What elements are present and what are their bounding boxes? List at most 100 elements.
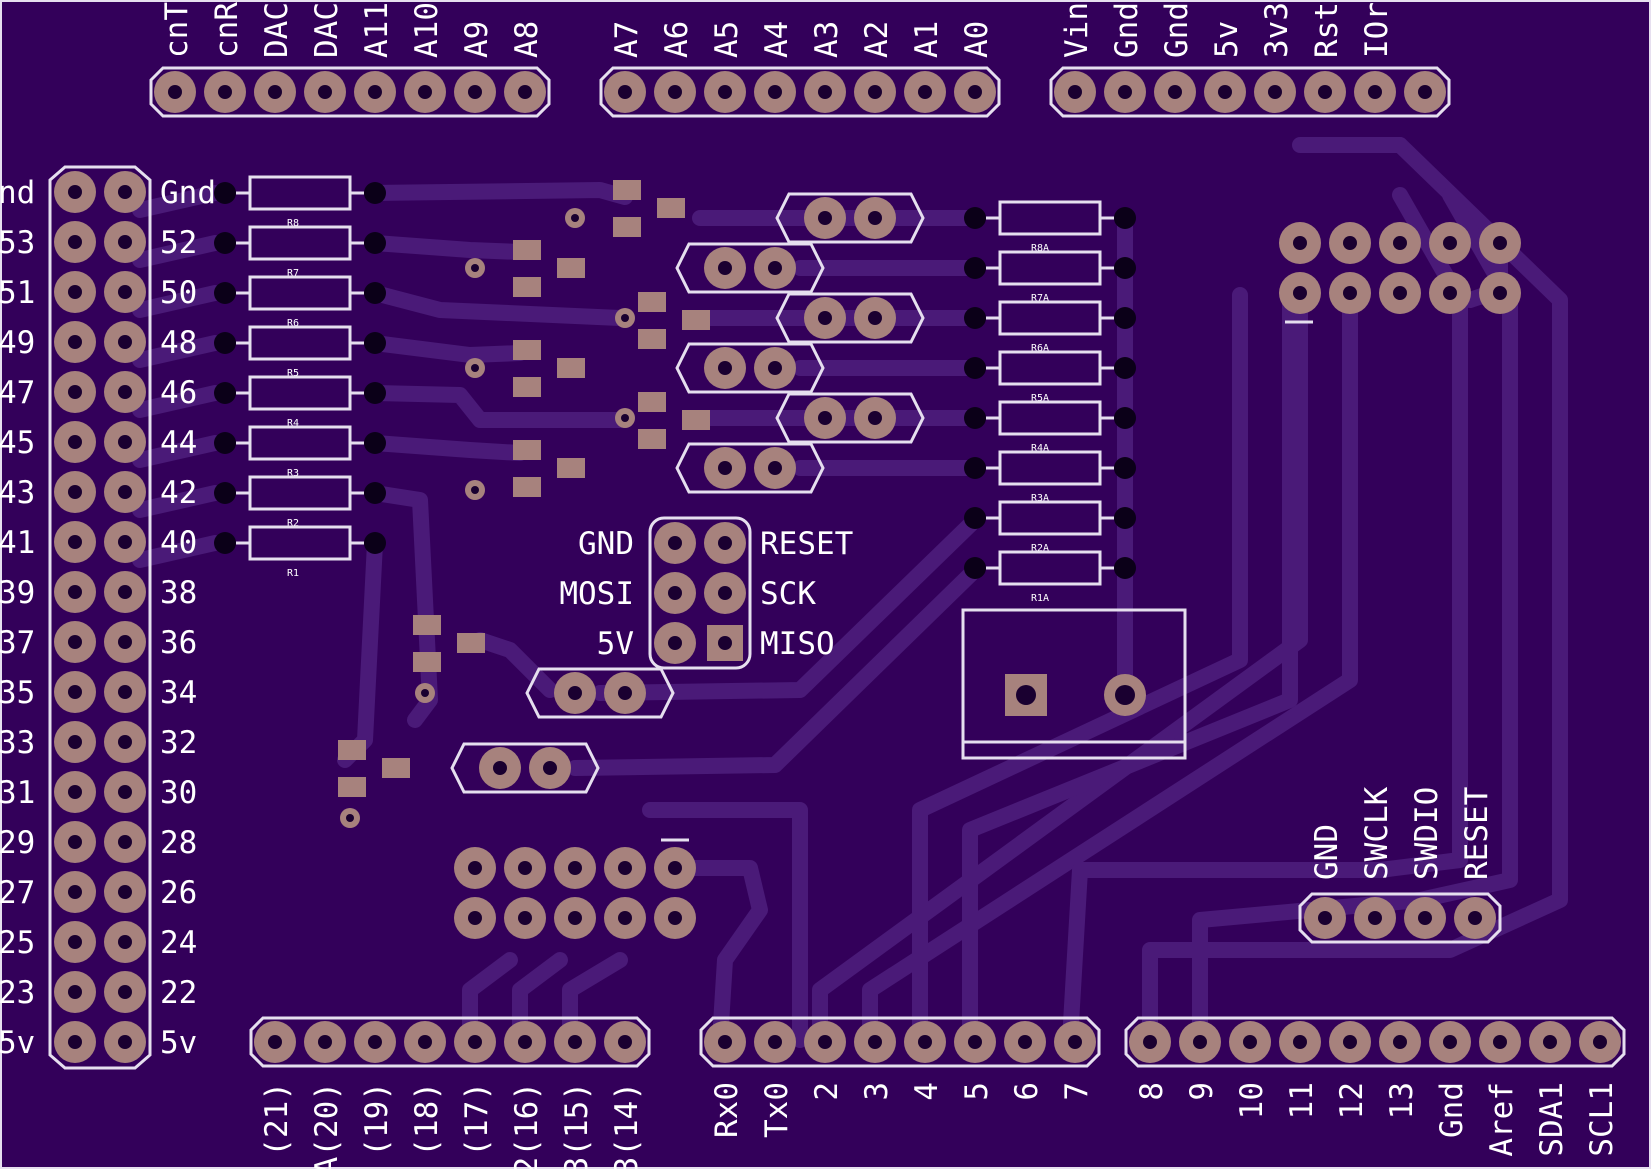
drill-hole <box>1115 685 1135 705</box>
smd-pad <box>613 180 641 200</box>
drill-hole <box>468 1035 482 1049</box>
pin-label: Gnd <box>1434 1082 1470 1138</box>
resistor-lead <box>214 432 236 454</box>
resistor-lead <box>214 482 236 504</box>
drill-hole <box>1368 85 1382 99</box>
pin-label: (17) <box>459 1082 495 1157</box>
drill-hole <box>118 485 132 499</box>
drill-hole <box>168 85 182 99</box>
drill-hole <box>718 261 732 275</box>
pin-label: 39 <box>0 575 35 611</box>
pin-label: 5v <box>1209 21 1245 58</box>
pin-label: A1 <box>909 21 945 58</box>
drill-hole <box>718 361 732 375</box>
drill-hole <box>668 861 682 875</box>
drill-hole <box>1068 1035 1082 1049</box>
pin-label: 49 <box>0 325 35 361</box>
smd-pad <box>513 240 541 260</box>
pin-label: 37 <box>0 625 35 661</box>
pin-label: Gnd <box>1109 2 1145 58</box>
smd-pad <box>413 652 441 672</box>
icsp-label: SCK <box>760 576 816 612</box>
pin-label: 3(15) <box>559 1082 595 1169</box>
drill-hole <box>1293 236 1307 250</box>
pin-label: 48 <box>160 325 197 361</box>
resistor-lead <box>964 457 986 479</box>
smd-pad <box>413 615 441 635</box>
drill-hole <box>718 461 732 475</box>
resistor-lead <box>364 232 386 254</box>
pin-label: A4 <box>759 21 795 58</box>
terminal-outline <box>961 608 1187 760</box>
pin-label: 33 <box>0 725 35 761</box>
via-hole <box>421 689 429 697</box>
drill-hole <box>718 85 732 99</box>
swd-label: SWDIO <box>1409 787 1445 880</box>
drill-hole <box>968 85 982 99</box>
resistor-lead <box>364 532 386 554</box>
drill-hole <box>818 211 832 225</box>
drill-hole <box>493 761 507 775</box>
drill-hole <box>1193 1035 1207 1049</box>
drill-hole <box>268 1035 282 1049</box>
drill-hole <box>418 1035 432 1049</box>
pin-label: IOr <box>1359 2 1395 58</box>
jumper-outline <box>775 392 925 444</box>
drill-hole <box>968 1035 982 1049</box>
drill-hole <box>1393 286 1407 300</box>
drill-hole <box>768 1035 782 1049</box>
drill-hole <box>1118 85 1132 99</box>
pin-label: A(20) <box>309 1082 345 1169</box>
pin-label: 27 <box>0 875 35 911</box>
pin-label: 3(14) <box>609 1082 645 1169</box>
pin-grids <box>454 222 1521 939</box>
pin-label: cnR <box>209 2 245 58</box>
drill-hole <box>68 235 82 249</box>
drill-hole <box>1168 85 1182 99</box>
resistor-lead <box>964 407 986 429</box>
smd-pad <box>557 358 585 378</box>
icsp-outline <box>648 516 752 670</box>
drill-hole <box>518 911 532 925</box>
drill-hole <box>1143 1035 1157 1049</box>
drill-hole <box>118 435 132 449</box>
drill-hole <box>568 861 582 875</box>
smd-pad <box>513 377 541 397</box>
jumper-outline <box>675 242 825 294</box>
drill-hole <box>68 735 82 749</box>
pin-label: 31 <box>0 775 35 811</box>
smd-pad <box>638 329 666 349</box>
drill-hole <box>718 586 732 600</box>
pin-label: DAC <box>259 2 295 58</box>
drill-hole <box>118 735 132 749</box>
drill-hole <box>818 85 832 99</box>
pin-label: Gnd <box>1159 2 1195 58</box>
resistor-label: R4A <box>1031 443 1049 454</box>
smd-pad <box>638 292 666 312</box>
pin-label: 3v3 <box>1259 2 1295 58</box>
drill-hole <box>768 361 782 375</box>
pin-label: 11 <box>1284 1082 1320 1119</box>
drill-hole <box>668 586 682 600</box>
drill-hole <box>1343 236 1357 250</box>
pin-label: Rx0 <box>709 1082 745 1138</box>
drill-hole <box>68 785 82 799</box>
pin-label: 34 <box>160 675 197 711</box>
drill-hole <box>1393 1035 1407 1049</box>
jumper-outline <box>775 292 925 344</box>
pin-label: 43 <box>0 475 35 511</box>
resistor-lead <box>1114 257 1136 279</box>
pin-label: 8 <box>1134 1082 1170 1101</box>
drill-hole <box>318 85 332 99</box>
pin-label: 50 <box>160 275 197 311</box>
header-outline <box>699 1016 1101 1068</box>
icsp-label: MOSI <box>559 576 634 612</box>
drill-hole <box>118 885 132 899</box>
smd-pad <box>638 429 666 449</box>
pin-label: 9 <box>1184 1082 1220 1101</box>
jumper-outline <box>450 742 600 794</box>
resistor-lead <box>1114 307 1136 329</box>
